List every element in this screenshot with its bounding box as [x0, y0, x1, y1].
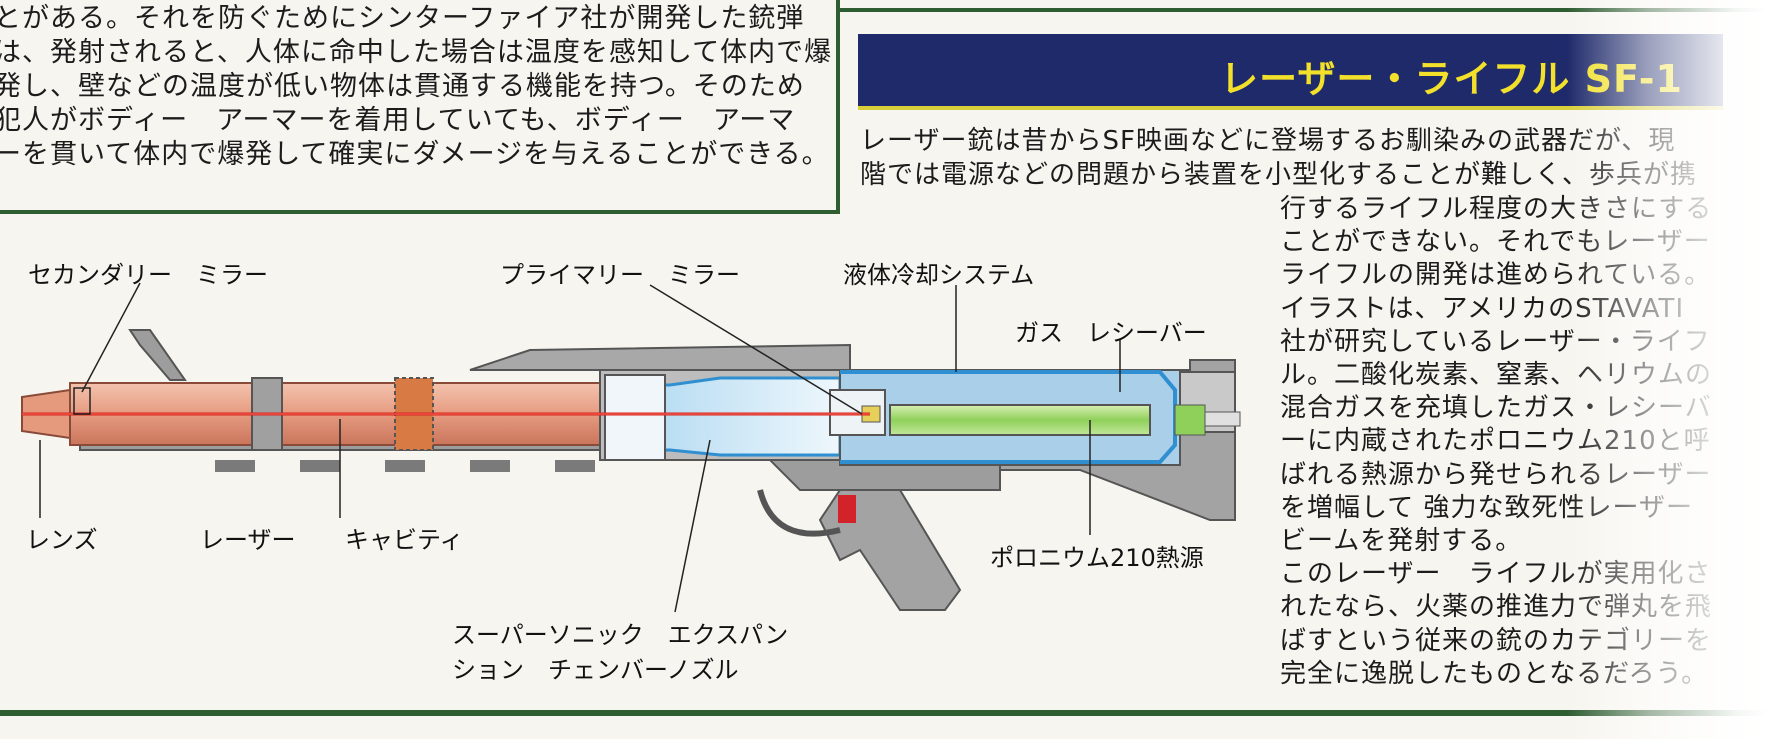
paragraph-line: は、発射されると、人体に命中した場合は温度を感知して体内で爆 [0, 37, 833, 68]
label-secondary-mirror: セカンダリー ミラー [28, 261, 268, 289]
trigger-guard [757, 489, 841, 537]
paragraph-line: 発し、壁などの温度が低い物体は貫通する機能を持つ。そのため [0, 71, 805, 102]
leader-secondary-mirror [81, 282, 141, 393]
label-polonium: ポロニウム210熱源 [990, 544, 1204, 572]
top-left-box-bottom-border [0, 210, 840, 214]
paragraph-line: 階では電源などの問題から装置を小型化することが難しく、歩兵が携 [860, 160, 1698, 190]
label-nozzle-line2: ション チェンバーノズル [452, 656, 739, 684]
paragraph-line: ーを貫いて体内で爆発して確実にダメージを与えることができる。 [0, 139, 830, 170]
paragraph-line: レーザー銃は昔からSF映画などに登場するお馴染みの武器だが、現 [860, 126, 1676, 156]
leader-lines [39, 282, 1121, 613]
nozzle-white-block [604, 374, 666, 461]
label-lens: レンズ [26, 526, 98, 554]
label-cavity: キャビティ [345, 526, 464, 554]
right-column-wide-text: レーザー銃は昔からSF映画などに登場するお馴染みの武器だが、現 階では電源などの… [860, 124, 1697, 192]
label-primary-mirror: プライマリー ミラー [500, 261, 740, 289]
trigger [838, 495, 856, 523]
label-liquid-cooling: 液体冷却システム [843, 261, 1035, 289]
paragraph-line: ビームを発射する。 [1280, 526, 1523, 557]
top-left-box-right-border [836, 0, 840, 213]
label-nozzle-line1: スーパーソニック エクスパン [452, 621, 789, 649]
front-sight [128, 329, 187, 381]
lower-vents [215, 460, 595, 472]
page-bottom-border [0, 710, 1767, 716]
rear-rod [1204, 411, 1241, 427]
polonium-heat-source [889, 404, 1151, 436]
paragraph-line: 犯人がボディー アーマーを着用していても、ボディー アーマ [0, 105, 796, 136]
paragraph-line: とがある。それを防ぐためにシンターファイア社が開発した銃弾 [0, 3, 805, 34]
receiver-end-cap [1174, 404, 1206, 436]
leader-primary-mirror [649, 284, 863, 415]
label-gas-receiver: ガス レシーバー [1015, 319, 1207, 347]
rifle-upper-rail [469, 343, 851, 371]
right-box-top-border [836, 8, 1767, 12]
top-left-paragraph: とがある。それを防ぐためにシンターファイア社が開発した銃弾 は、発射されると、人… [0, 2, 833, 172]
leader-nozzle [674, 439, 711, 613]
label-laser: レーザー [200, 526, 296, 554]
leader-secondary-mirror-box [73, 387, 91, 415]
